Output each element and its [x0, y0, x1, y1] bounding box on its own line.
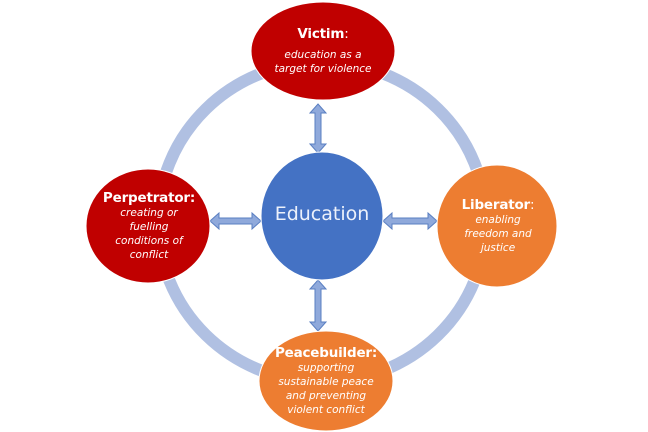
- perpetrator-node: [85, 168, 211, 284]
- liberator-description: enabling freedom and justice: [464, 214, 532, 254]
- perpetrator-text: Perpetrator: creating or fuelling condit…: [88, 176, 210, 276]
- victim-node: [250, 1, 396, 101]
- arrow-education-victim: [308, 103, 328, 154]
- victim-text: Victim: education as a target for violen…: [251, 12, 395, 90]
- victim-description: education as a target for violence: [274, 49, 372, 75]
- arrow-education-perpetrator: [209, 211, 262, 231]
- peacebuilder-text: Peacebuilder: supporting sustainable pea…: [259, 336, 393, 426]
- liberator-text: Liberator: enabling freedom and justice: [438, 182, 558, 270]
- liberator-title: Liberator:: [461, 197, 535, 213]
- perpetrator-title: Perpetrator:: [102, 190, 196, 206]
- arrow-education-peacebuilder: [308, 279, 328, 332]
- perpetrator-description: creating or fuelling conditions of confl…: [115, 207, 183, 261]
- arrow-education-liberator: [382, 211, 438, 231]
- peacebuilder-node: [258, 330, 394, 432]
- peacebuilder-title: Peacebuilder:: [274, 345, 378, 361]
- peacebuilder-description: supporting sustainable peace and prevent…: [278, 362, 374, 416]
- education-center-node: [260, 151, 384, 281]
- education-label: Education: [274, 203, 370, 225]
- victim-title: Victim:: [297, 26, 349, 42]
- liberator-node: [436, 164, 558, 288]
